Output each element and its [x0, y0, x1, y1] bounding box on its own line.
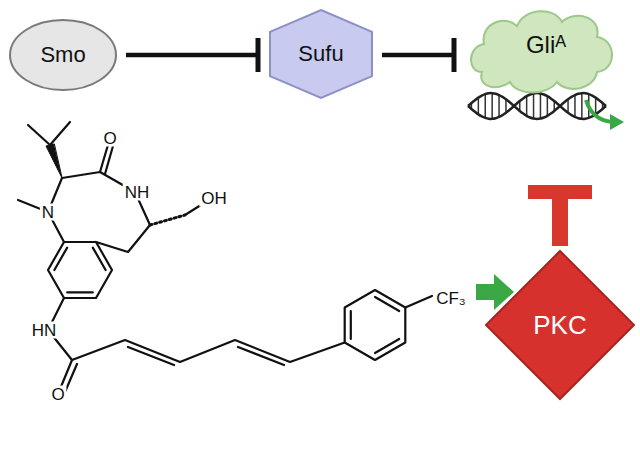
atom-label: O: [101, 130, 118, 147]
cloud-outline: [462, 2, 630, 137]
diamond-node: PKC: [485, 250, 635, 400]
base-pair: [554, 101, 556, 111]
ellipse-node: Smo: [8, 18, 118, 92]
base-pair: [485, 94, 487, 118]
atom-label: O: [49, 386, 66, 403]
activation-arrow: [476, 274, 514, 310]
base-pair: [478, 98, 480, 115]
base-pair: [498, 95, 500, 117]
base-pair: [547, 96, 549, 116]
base-pair: [519, 101, 521, 111]
ellipse-outline: [8, 18, 118, 92]
base-pair: [581, 93, 583, 119]
bond: [405, 296, 432, 308]
transcription-arrow: [586, 100, 612, 122]
base-pair: [505, 99, 507, 113]
bond: [54, 248, 105, 293]
node-label: Gliᴬ: [526, 32, 566, 58]
diamond-shape: [486, 251, 634, 399]
inhibition-bar: [528, 185, 592, 199]
node-label: Smo: [40, 43, 85, 67]
bond: [351, 297, 399, 353]
bond: [345, 290, 406, 360]
base-pair: [560, 105, 562, 107]
bond: [185, 198, 212, 215]
base-pair: [526, 96, 528, 116]
connector-line: [382, 53, 454, 58]
atom-label: CF₃: [434, 290, 468, 307]
transcription-arrowhead: [610, 114, 624, 130]
bond: [100, 138, 113, 174]
atom-label: NH: [123, 184, 152, 201]
base-pair: [602, 103, 604, 109]
base-pair: [588, 94, 590, 118]
base-pair: [512, 105, 514, 107]
bond: [128, 347, 284, 365]
bond: [48, 298, 77, 394]
dna-strand: [468, 93, 606, 119]
dna-helix: [468, 93, 606, 119]
connector-line: [552, 192, 568, 246]
hexagon-shape: [270, 10, 372, 98]
base-pair: [567, 99, 569, 113]
hex-node: Sufu: [268, 8, 374, 100]
base-pair: [540, 93, 542, 118]
bonds: [18, 122, 432, 394]
inhibition-connector: [126, 38, 258, 72]
base-pair: [595, 98, 597, 115]
bond: [48, 172, 150, 252]
node-label: PKC: [533, 311, 586, 340]
dna-strand: [468, 93, 606, 119]
connector-line: [126, 53, 258, 58]
atom-label: HN: [30, 322, 59, 339]
node-label: Sufu: [298, 42, 343, 66]
bond: [48, 242, 112, 298]
base-pair: [471, 103, 473, 109]
ellipse-shape: [10, 20, 116, 90]
hashed-bond: [150, 215, 185, 225]
wedge-bond: [46, 144, 62, 178]
bond: [28, 122, 70, 145]
hex-outline: [268, 8, 374, 100]
atom-label: N: [40, 204, 56, 221]
cloud-shape: [471, 11, 612, 92]
bond: [72, 340, 345, 362]
inhibition-bar: [452, 38, 457, 72]
inhibition-connector: [528, 192, 592, 246]
bond: [18, 200, 48, 212]
diamond-outline: [485, 250, 635, 400]
base-pair: [574, 95, 576, 117]
inhibition-connector: [382, 38, 454, 72]
cloud-node: Gliᴬ: [462, 2, 630, 137]
inhibition-bar: [256, 38, 261, 72]
base-pair: [491, 93, 493, 119]
base-pair: [533, 93, 535, 118]
atom-label: OH: [199, 190, 229, 207]
